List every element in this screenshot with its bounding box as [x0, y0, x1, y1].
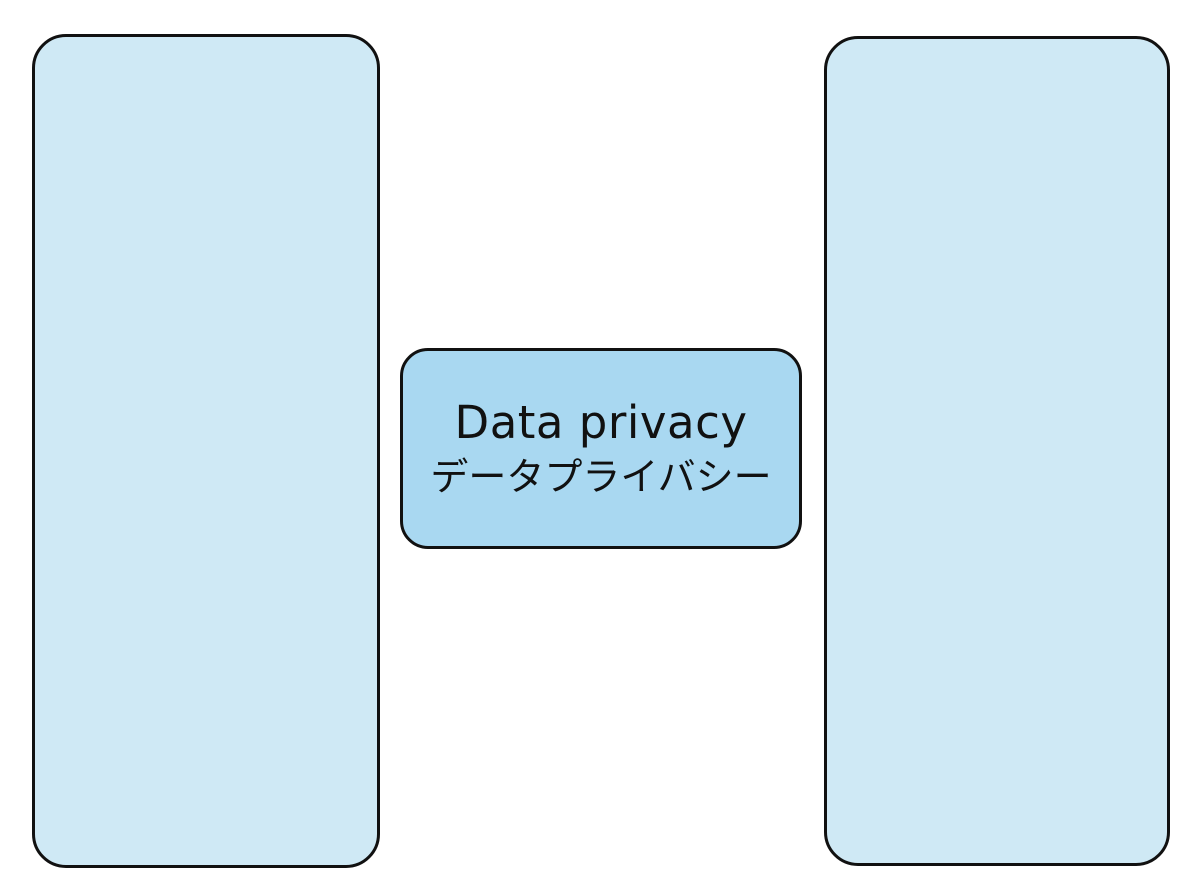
center-node: Data privacy データプライバシー [400, 348, 802, 549]
right-panel [824, 36, 1170, 866]
center-node-label-ja: データプライバシー [430, 455, 772, 500]
left-panel [32, 34, 380, 868]
center-node-label-en: Data privacy [454, 395, 748, 449]
